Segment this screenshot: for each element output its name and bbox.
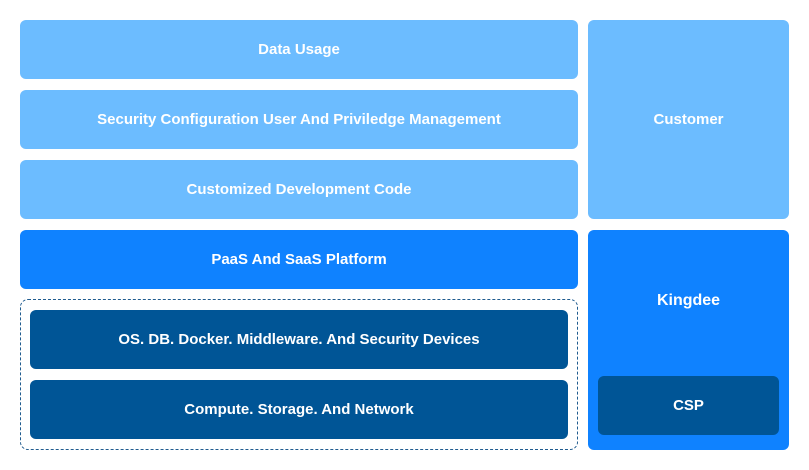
paas-saas-label: PaaS And SaaS Platform bbox=[211, 251, 387, 268]
security-config-label: Security Configuration User And Priviled… bbox=[97, 111, 501, 128]
os-db-label: OS. DB. Docker. Middleware. And Security… bbox=[118, 331, 480, 348]
data-usage-label: Data Usage bbox=[258, 41, 340, 58]
customer-label: Customer bbox=[653, 111, 724, 128]
customer-panel: Customer bbox=[588, 20, 789, 219]
csp-block: CSP bbox=[598, 376, 779, 435]
compute-layer: Compute. Storage. And Network bbox=[30, 380, 568, 439]
custom-code-layer: Customized Development Code bbox=[20, 160, 578, 219]
compute-label: Compute. Storage. And Network bbox=[184, 401, 414, 418]
os-db-layer: OS. DB. Docker. Middleware. And Security… bbox=[30, 310, 568, 369]
paas-saas-layer: PaaS And SaaS Platform bbox=[20, 230, 578, 289]
kingdee-label: Kingdee bbox=[656, 292, 721, 309]
security-config-layer: Security Configuration User And Priviled… bbox=[20, 90, 578, 149]
custom-code-label: Customized Development Code bbox=[186, 181, 412, 198]
infrastructure-group-border bbox=[20, 299, 578, 450]
data-usage-layer: Data Usage bbox=[20, 20, 578, 79]
csp-label: CSP bbox=[673, 397, 704, 414]
